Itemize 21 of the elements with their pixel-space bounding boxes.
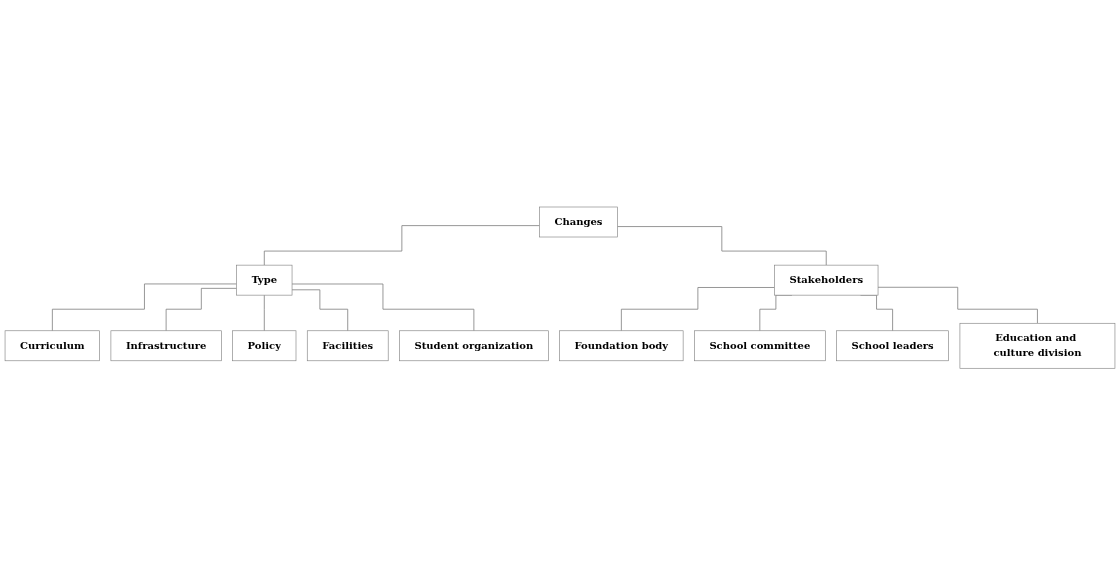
node-box: Stakeholders [774,264,879,296]
connector [620,286,775,332]
connector [291,283,475,332]
node-box: Policy [232,330,297,361]
connector [877,286,1038,324]
node-box: Curriculum [4,330,100,361]
node-box: Infrastructure [110,330,222,361]
connector [617,226,827,266]
node-box: Foundation body [559,330,684,361]
node-box: Student organization [399,330,549,361]
connector [263,294,265,332]
node-box: Facilities [306,330,389,361]
node-box: School leaders [836,330,949,361]
connector [51,283,237,332]
connector [263,225,540,266]
node-box: Education and culture division [959,322,1116,369]
connector [291,289,349,332]
node-box: School committee [694,330,826,361]
node-box: Type [236,264,293,296]
connector [165,287,237,332]
node-box: Changes [539,206,618,238]
